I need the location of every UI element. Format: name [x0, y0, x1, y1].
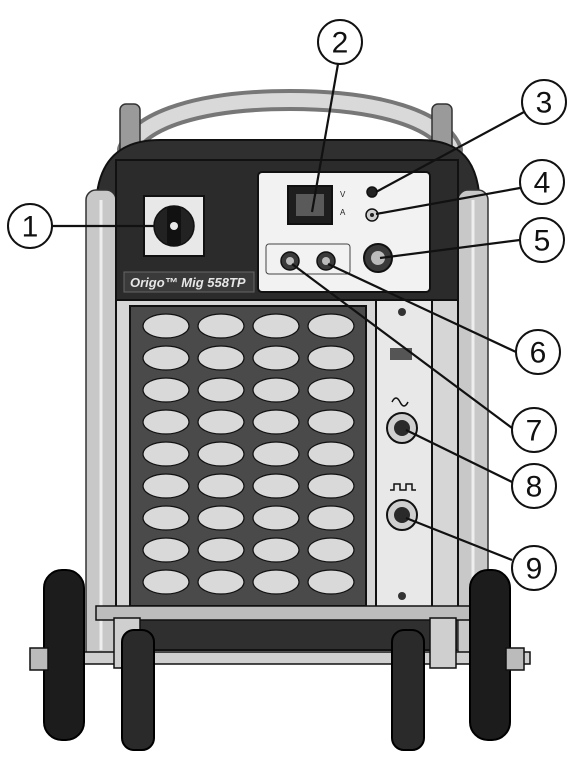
grille-slot	[142, 441, 190, 467]
grille-slot	[142, 473, 190, 499]
grille-slot	[307, 377, 355, 403]
brand-plate: Origo™ Mig 558TP	[123, 271, 255, 293]
esab-logo-plate	[390, 348, 412, 360]
right-small-knob[interactable]	[316, 251, 336, 271]
digital-display	[287, 185, 333, 225]
grille-slot	[252, 537, 300, 563]
callout-4: 4	[519, 159, 565, 205]
large-left-wheel	[29, 569, 85, 741]
grille-slot	[142, 313, 190, 339]
grille-slot	[307, 409, 355, 435]
grille-slot	[307, 345, 355, 371]
grille-slot	[252, 441, 300, 467]
callout-7: 7	[511, 407, 557, 453]
callout-9: 9	[511, 545, 557, 591]
small-left-wheel	[121, 629, 155, 751]
grille-slot	[307, 473, 355, 499]
display-unit-v: V	[340, 190, 346, 199]
large-right-wheel	[469, 569, 525, 741]
callout-5-number: 5	[534, 225, 551, 258]
grille-slot	[252, 377, 300, 403]
callout-1: 1	[7, 203, 53, 249]
small-right-wheel	[391, 629, 425, 751]
large-control-knob[interactable]	[363, 243, 393, 273]
grille-slot	[252, 409, 300, 435]
callout-7-number: 7	[526, 415, 543, 448]
grille-slot	[307, 313, 355, 339]
callout-6: 6	[515, 329, 561, 375]
display-unit-a: A	[340, 208, 346, 217]
callout-1-number: 1	[22, 211, 39, 244]
leader-lines	[52, 63, 525, 562]
grille-slot	[252, 505, 300, 531]
welding-socket-lower[interactable]	[386, 499, 418, 531]
callout-9-number: 9	[526, 553, 543, 586]
callout-4-number: 4	[534, 167, 551, 200]
grille-slot	[197, 569, 245, 595]
grille-slot	[252, 473, 300, 499]
vent-grille	[129, 305, 367, 607]
grille-slot	[197, 505, 245, 531]
callout-8-number: 8	[526, 471, 543, 504]
callout-2-number: 2	[332, 27, 349, 60]
grille-slot	[307, 569, 355, 595]
callout-5: 5	[519, 217, 565, 263]
grille-slot	[142, 409, 190, 435]
grille-slot	[142, 345, 190, 371]
small-toggle-switch[interactable]	[365, 208, 379, 222]
grille-slot	[307, 505, 355, 531]
grille-slot	[197, 345, 245, 371]
callout-8: 8	[511, 463, 557, 509]
grille-slot	[197, 377, 245, 403]
callout-2: 2	[317, 19, 363, 65]
brand-model-label: Origo™ Mig 558TP	[130, 275, 246, 290]
callout-3: 3	[521, 79, 567, 125]
grille-slot	[307, 441, 355, 467]
grille-slot	[142, 377, 190, 403]
grille-slot	[142, 569, 190, 595]
grille-slot	[252, 569, 300, 595]
grille-slot	[252, 313, 300, 339]
welding-socket-upper[interactable]	[386, 412, 418, 444]
grille-slot	[252, 345, 300, 371]
callout-3-number: 3	[536, 87, 553, 120]
grille-slot	[197, 409, 245, 435]
indicator-lamp	[366, 186, 378, 198]
grille-slot	[197, 473, 245, 499]
grille-slot	[197, 537, 245, 563]
grille-slot	[197, 441, 245, 467]
callout-6-number: 6	[530, 337, 547, 370]
grille-slot	[307, 537, 355, 563]
control-panel: V A	[257, 171, 431, 293]
grille-slot	[142, 537, 190, 563]
grille-slot	[142, 505, 190, 531]
grille-slot	[197, 313, 245, 339]
